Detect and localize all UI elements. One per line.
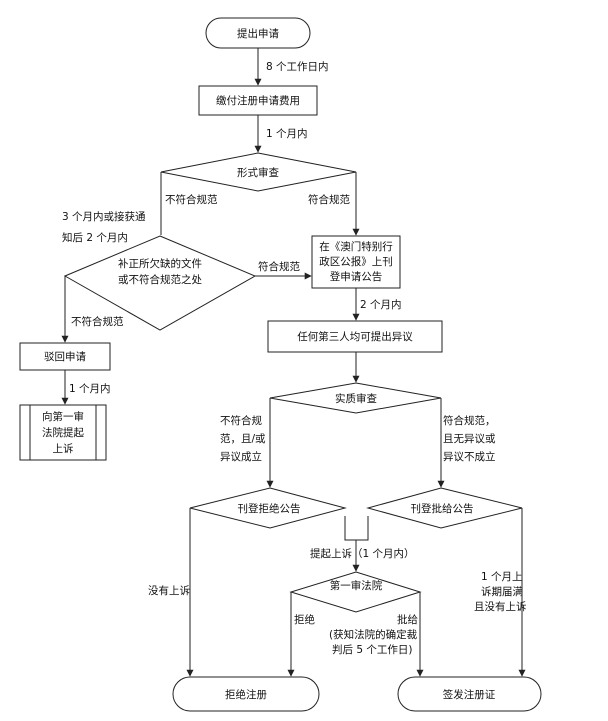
node-supplement-line1: 补正所欠缺的文件: [118, 257, 202, 270]
node-reject-notice-label: 刊登拒绝公告: [238, 502, 301, 515]
node-publish-app: 在《澳门特别行 政区公报》上刊 登申请公告: [311, 235, 401, 289]
node-supplement: 补正所欠缺的文件 或不符合规范之处: [63, 235, 257, 331]
edge-label-e11-line2: 且无异议或: [443, 433, 496, 445]
edge-labels: 8 个工作日内 1 个月内 不符合规范 符合规范 3 个月内或接获通 知后 2 …: [62, 60, 527, 656]
node-appeal-line3: 上诉: [53, 442, 74, 455]
node-appeal-line2: 法院提起: [42, 426, 84, 439]
node-publish-line2: 政区公报》上刊: [319, 255, 393, 268]
edge-label-e2: 1 个月内: [266, 127, 308, 140]
edge-label-e13: 没有上诉: [148, 584, 190, 597]
edge-label-e14-line2: 诉期届满: [481, 585, 523, 598]
node-objection: 任何第三人均可提出异议: [267, 320, 443, 353]
edge-label-e11-line3: 异议不成立: [443, 450, 496, 463]
line-reject-notice-to-appeal: [344, 516, 356, 541]
node-appeal-line1: 向第一审: [42, 410, 84, 423]
edge-label-e12: 提起上诉（1 个月内）: [310, 547, 415, 560]
edge-label-e11-line1: 符合规范，: [443, 414, 496, 427]
node-grant-notice-label: 刊登批给公告: [411, 502, 474, 515]
edge-label-e14-line1: 1 个月上: [481, 571, 523, 583]
edge-label-e5-line1: 3 个月内或接获通: [62, 210, 146, 223]
edge-label-e14-line3: 且没有上诉: [474, 600, 527, 613]
node-first-court: 第一审法院: [289, 571, 422, 613]
edge-label-e7: 不符合规范: [71, 315, 124, 328]
node-issue-cert: 签发注册证: [397, 676, 542, 712]
edge-label-e16-line2: (获知法院的确定裁: [329, 628, 418, 641]
node-appeal-court: 向第一审 法院提起 上诉: [19, 404, 107, 461]
node-reject-notice: 刊登拒绝公告: [189, 487, 347, 529]
nodes: 提出申请 缴付注册申请费用 形式审查 补正所欠缺的文件 或不符合规范之处 在《澳…: [19, 17, 542, 712]
node-publish-line3: 登申请公告: [330, 270, 383, 283]
node-start: 提出申请: [205, 17, 311, 49]
edge-label-e3: 不符合规范: [165, 193, 218, 206]
node-first-court-label: 第一审法院: [330, 579, 383, 592]
node-start-label: 提出申请: [237, 27, 279, 40]
edge-label-e4: 符合规范: [308, 193, 350, 206]
node-pay-fee: 缴付注册申请费用: [198, 85, 318, 116]
node-objection-label: 任何第三人均可提出异议: [297, 330, 413, 343]
node-reject-app-label: 驳回申请: [44, 350, 86, 363]
line-grant-notice-to-appeal: [356, 516, 369, 541]
edge-label-e6: 符合规范: [258, 260, 300, 273]
node-formal-review: 形式审查: [160, 152, 357, 192]
node-publish-line1: 在《澳门特别行: [319, 240, 393, 253]
edge-label-e5-line2: 知后 2 个月内: [62, 231, 128, 244]
edge-label-e16-line3: 判后 5 个工作日): [332, 644, 412, 656]
edge-label-e10-line3: 异议成立: [220, 450, 262, 463]
edge-label-e8: 2 个月内: [360, 298, 402, 311]
node-reject-app: 驳回申请: [19, 342, 111, 371]
node-refuse-reg: 拒绝注册: [172, 676, 320, 712]
edge-label-e10-line2: 范，且/或: [220, 432, 266, 445]
node-grant-notice: 刊登批给公告: [366, 487, 523, 529]
node-substantive-review: 实质审查: [269, 382, 442, 414]
node-substantive-label: 实质审查: [335, 392, 377, 405]
node-formal-review-label: 形式审查: [237, 166, 279, 179]
node-pay-fee-label: 缴付注册申请费用: [216, 94, 300, 107]
node-refuse-reg-label: 拒绝注册: [225, 688, 267, 701]
edge-label-e15: 拒绝: [294, 613, 315, 626]
edge-label-e10-line1: 不符合规: [220, 414, 262, 427]
node-supplement-line2: 或不符合规范之处: [118, 273, 202, 286]
connectors: [61, 48, 526, 677]
edge-label-e16-line1: 批给: [397, 613, 418, 626]
node-issue-cert-label: 签发注册证: [443, 688, 496, 701]
edge-label-e1: 8 个工作日内: [266, 60, 329, 73]
edge-label-e9: 1 个月内: [69, 382, 111, 395]
